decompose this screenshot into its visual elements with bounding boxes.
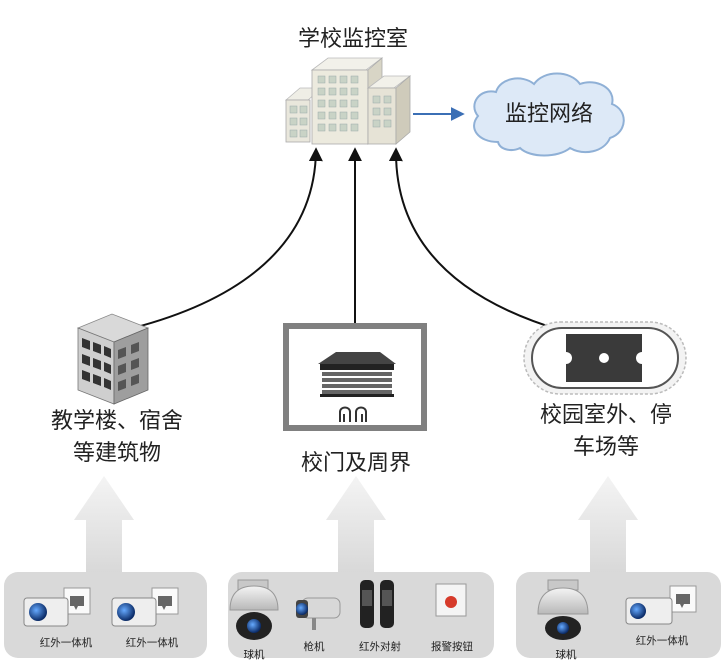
alarm-button-icon — [435, 583, 467, 617]
device-label: 红外一体机 — [636, 634, 689, 647]
school-gate-icon — [318, 352, 396, 422]
buildings-to-control-arrow — [132, 147, 323, 329]
outdoor-label-line1: 校园室外、停 — [540, 403, 672, 428]
buildings-label-line1: 教学楼、宿舍 — [51, 409, 183, 434]
ir-camera-icon — [625, 585, 697, 625]
right-device-panel — [516, 572, 721, 658]
outdoor-to-control-arrow — [388, 147, 561, 331]
device-label: 报警按钮 — [431, 640, 473, 653]
device-label: 红外一体机 — [126, 636, 179, 649]
control-room-building-icon — [284, 57, 412, 145]
dome-camera-icon — [229, 579, 279, 640]
middle-up-arrow — [326, 476, 386, 574]
device-label: 枪机 — [304, 640, 325, 653]
network-label: 监控网络 — [505, 102, 593, 127]
right-up-arrow — [578, 476, 638, 574]
ir-camera-icon — [23, 587, 91, 627]
buildings-label-line2: 等建筑物 — [73, 441, 161, 466]
dome-camera-icon — [537, 579, 589, 640]
ir-camera-icon — [111, 587, 179, 627]
ir-beam-sensor-icon — [360, 580, 394, 628]
gate-frame — [283, 323, 427, 431]
outdoor-label-line2: 车场等 — [573, 435, 639, 460]
gate-label: 校门及周界 — [301, 451, 411, 476]
office-building-icon — [76, 313, 150, 405]
device-label: 球机 — [244, 648, 265, 661]
device-label: 红外一体机 — [40, 636, 93, 649]
network-cloud-icon — [473, 72, 625, 157]
control-room-label: 学校监控室 — [298, 27, 408, 52]
sports-field-icon — [523, 321, 687, 395]
device-label: 红外对射 — [359, 640, 401, 653]
device-label: 球机 — [556, 648, 577, 661]
bullet-camera-icon — [296, 597, 341, 630]
left-up-arrow — [74, 476, 134, 574]
